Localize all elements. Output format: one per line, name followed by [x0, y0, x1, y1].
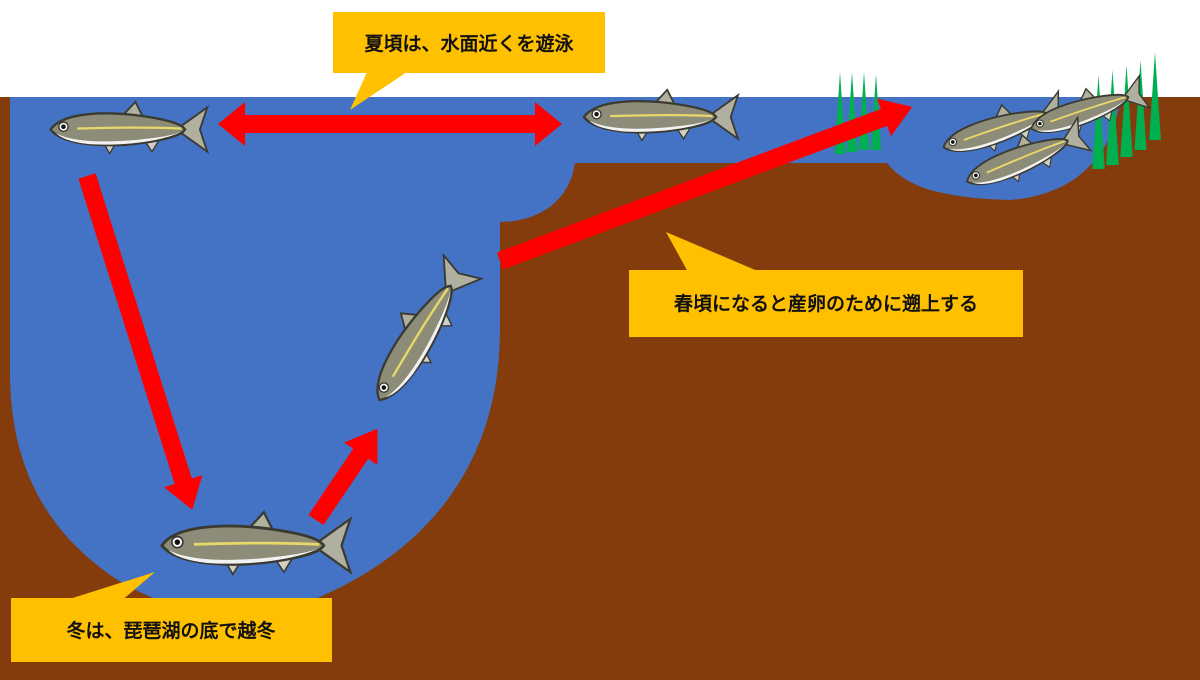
arrow-icon — [78, 173, 203, 510]
callout-spring: 春頃になると産卵のために遡上する — [629, 232, 1023, 337]
arrow-icon — [496, 98, 913, 270]
lake-basin — [10, 97, 575, 615]
callout-winter-text: 冬は、琵琶湖の底で越冬 — [66, 619, 275, 642]
callout-box — [333, 12, 605, 73]
callout-pointer — [666, 232, 760, 272]
callout-spring-text: 春頃になると産卵のために遡上する — [674, 292, 978, 315]
arrow-icon — [308, 428, 378, 526]
callout-pointer — [60, 572, 155, 602]
migration-arrows — [78, 98, 913, 526]
callout-summer-text: 夏頃は、水面近くを遊泳 — [364, 32, 574, 55]
callout-summer: 夏頃は、水面近くを遊泳 — [333, 12, 605, 110]
callout-pointer — [350, 70, 410, 110]
arrow-icon — [218, 102, 562, 146]
callout-box — [629, 270, 1023, 337]
callout-box — [11, 598, 332, 662]
callout-winter: 冬は、琵琶湖の底で越冬 — [11, 572, 332, 662]
soil-bank-2 — [0, 97, 1200, 680]
